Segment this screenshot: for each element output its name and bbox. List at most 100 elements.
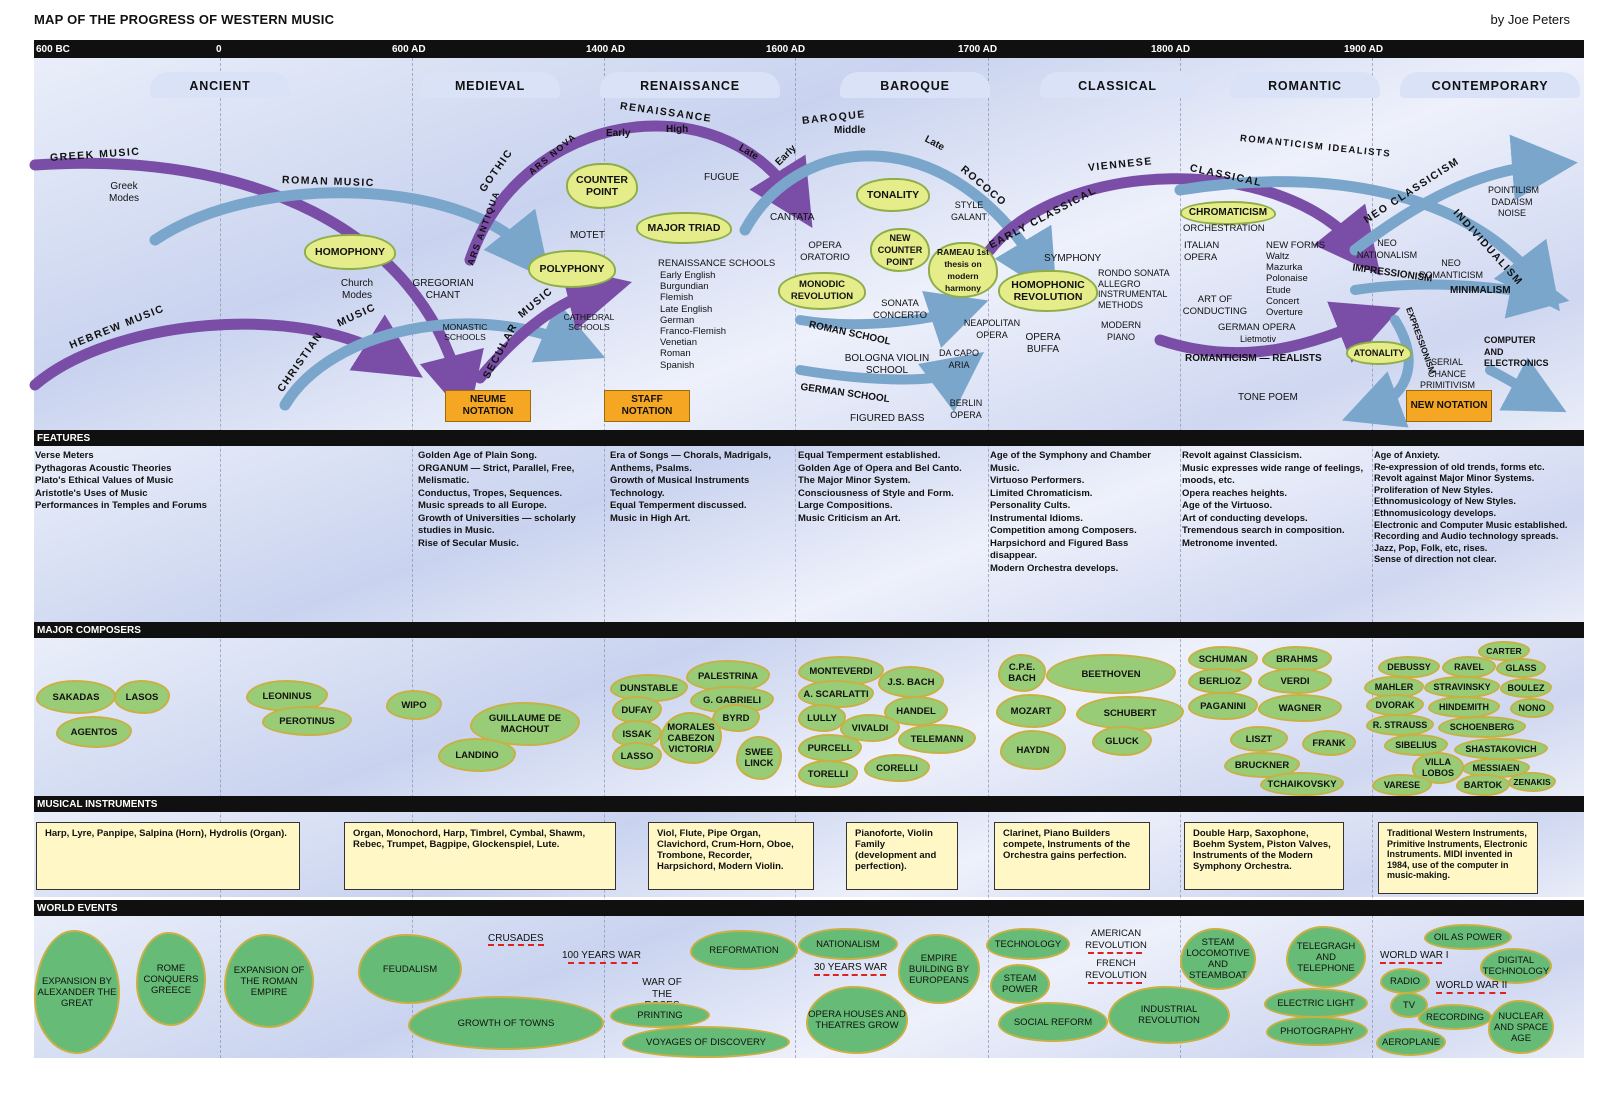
computer-arc bbox=[1485, 357, 1567, 413]
composer-blob: GLUCK bbox=[1092, 726, 1152, 756]
label: GREGORIAN CHANT bbox=[412, 278, 474, 301]
label: STYLE GALANT bbox=[950, 200, 987, 222]
arc-label: Early bbox=[606, 128, 631, 139]
classical-arc bbox=[984, 173, 1381, 276]
list-item: Polonaise bbox=[1266, 273, 1308, 285]
label: DA CAPO ARIA bbox=[938, 348, 979, 370]
arc-label: High bbox=[666, 124, 689, 135]
feature-item: Jazz, Pop, Folk, etc, rises. bbox=[1374, 542, 1488, 553]
page-title: MAP OF THE PROGRESS OF WESTERN MUSIC bbox=[34, 12, 335, 27]
composer-blob: HINDEMITH bbox=[1428, 696, 1500, 718]
war-marker bbox=[568, 962, 638, 964]
event-blob: PHOTOGRAPHY bbox=[1266, 1016, 1368, 1046]
composer-blob: SHASTAKOVICH bbox=[1454, 738, 1548, 760]
feature-item: Revolt against Major Minor Systems. bbox=[1374, 473, 1535, 484]
neo-classicism-arc bbox=[1349, 134, 1578, 256]
feature-item: Growth of Musical Instruments Technology… bbox=[610, 475, 750, 499]
period-divider bbox=[988, 58, 989, 1058]
timeline-tick: 0 bbox=[216, 44, 222, 55]
composer-blob: LANDINO bbox=[438, 738, 516, 772]
composer-blob: VERDI bbox=[1258, 668, 1332, 694]
list-item: Burgundian bbox=[660, 281, 709, 293]
features-medieval: Golden Age of Plain Song. ORGANUM — Stri… bbox=[418, 450, 598, 550]
composer-blob: BERLIOZ bbox=[1188, 668, 1252, 694]
era-classical: CLASSICAL bbox=[1040, 72, 1195, 98]
feature-item: Instrumental Idioms. bbox=[990, 512, 1083, 524]
composer-blob: SWEE LINCK bbox=[736, 736, 782, 780]
feature-item: Equal Temperment discussed. bbox=[610, 500, 747, 511]
instruments-ancient: Harp, Lyre, Panpipe, Salpina (Horn), Hyd… bbox=[36, 822, 300, 890]
era-baroque: BAROQUE bbox=[840, 72, 990, 98]
label: POINTILISM DADAISM NOISE bbox=[1488, 185, 1540, 218]
feature-item: The Major Minor System. bbox=[798, 475, 911, 486]
event-blob: EMPIRE BUILDING BY EUROPEANS bbox=[898, 934, 980, 1004]
feature-item: Rise of Secular Music. bbox=[418, 537, 519, 549]
event-blob: RADIO bbox=[1380, 968, 1430, 994]
instruments-renaissance: Viol, Flute, Pipe Organ, Clavichord, Cru… bbox=[648, 822, 814, 890]
features-renaissance: Era of Songs — Chorals, Madrigals, Anthe… bbox=[610, 450, 790, 525]
event-blob: STEAM POWER bbox=[990, 964, 1050, 1004]
list-item: Spanish bbox=[660, 359, 695, 371]
feature-item: Growth of Universities — scholarly studi… bbox=[418, 512, 576, 537]
label: SERIAL CHANCE PRIMITIVISM bbox=[1420, 357, 1476, 390]
label: FIGURED BASS bbox=[850, 413, 925, 424]
notation-box: NEUME NOTATION bbox=[445, 390, 531, 422]
gothic-arc bbox=[464, 120, 813, 266]
features-contemporary: Age of Anxiety. Re-expression of old tre… bbox=[1374, 450, 1578, 566]
composer-blob: GLASS bbox=[1496, 658, 1546, 678]
list-item: Roman bbox=[660, 348, 691, 360]
timeline-bar: 600 BC 0 600 AD 1400 AD 1600 AD 1700 AD … bbox=[34, 40, 1584, 58]
war-marker bbox=[1088, 952, 1142, 954]
feature-item: Sense of direction not clear. bbox=[1374, 554, 1497, 565]
label: RONDO SONATA ALLEGRO INSTRUMENTAL METHOD… bbox=[1098, 268, 1170, 310]
composer-blob: VILLA LOBOS bbox=[1412, 752, 1464, 784]
concept-blob: MAJOR TRIAD bbox=[636, 212, 732, 244]
event-blob: SOCIAL REFORM bbox=[998, 1002, 1108, 1042]
feature-item: Electronic and Computer Music establishe… bbox=[1374, 519, 1568, 530]
feature-item: Pythagoras Acoustic Theories bbox=[35, 462, 172, 474]
feature-item: Era of Songs — Chorals, Madrigals, Anthe… bbox=[610, 450, 772, 474]
label: BOLOGNA VIOLIN SCHOOL bbox=[844, 353, 930, 376]
composer-blob: TCHAIKOVSKY bbox=[1260, 772, 1344, 796]
event-blob: ELECTRIC LIGHT bbox=[1264, 988, 1368, 1018]
hebrew-music-arc bbox=[29, 314, 423, 391]
arc-label: ROMANTICISM — REALISTS bbox=[1185, 353, 1322, 364]
feature-item: Aristotle's Uses of Music bbox=[35, 487, 148, 499]
event-blob: OPERA HOUSES AND THEATRES GROW bbox=[806, 986, 908, 1054]
section-header-instruments: MUSICAL INSTRUMENTS bbox=[34, 796, 1584, 812]
event-blob: INDUSTRIAL REVOLUTION bbox=[1108, 986, 1230, 1044]
composer-blob: BEETHOVEN bbox=[1046, 654, 1176, 694]
german-school-arc bbox=[795, 352, 985, 412]
feature-item: Large Compositions. bbox=[798, 500, 893, 511]
feature-item: Age of Anxiety. bbox=[1374, 450, 1440, 460]
event-blob: EXPANSION BY ALEXANDER THE GREAT bbox=[34, 930, 120, 1054]
concept-blob: HOMOPHONIC REVOLUTION bbox=[998, 270, 1098, 312]
label: OPERA ORATORIO bbox=[800, 240, 850, 263]
composer-blob: DVORAK bbox=[1366, 694, 1424, 716]
feature-item: Personality Cults. bbox=[990, 500, 1071, 511]
list-item: Venetian bbox=[660, 337, 697, 349]
instruments-contemporary: Traditional Western Instruments, Primiti… bbox=[1378, 822, 1538, 894]
roman-music-arc bbox=[149, 187, 551, 281]
feature-item: Art of conducting develops. bbox=[1182, 512, 1308, 524]
period-divider bbox=[412, 58, 413, 1058]
label: MONASTIC SCHOOLS bbox=[442, 322, 488, 342]
period-divider bbox=[220, 58, 221, 1058]
timeline-tick: 1700 AD bbox=[958, 44, 998, 55]
label: OPERA BUFFA bbox=[1025, 332, 1061, 355]
composer-blob: LASSO bbox=[612, 742, 662, 770]
features-baroque: Equal Temperment established. Golden Age… bbox=[798, 450, 980, 525]
label: NEW FORMS bbox=[1266, 240, 1326, 251]
label: Lietmotiv bbox=[1240, 334, 1277, 344]
event-blob: AEROPLANE bbox=[1376, 1028, 1446, 1056]
era-renaissance: RENAISSANCE bbox=[600, 72, 780, 98]
composer-blob: PURCELL bbox=[798, 734, 862, 762]
composer-blob: LASOS bbox=[114, 680, 170, 714]
event-label: 30 YEARS WAR bbox=[814, 962, 888, 973]
composer-blob: PEROTINUS bbox=[262, 706, 352, 736]
event-blob: GROWTH OF TOWNS bbox=[408, 996, 604, 1050]
composer-blob: STRAVINSKY bbox=[1424, 676, 1500, 698]
arc-label: MINIMALISM bbox=[1450, 285, 1511, 296]
feature-item: Harpsichord and Figured Bass disappear. bbox=[990, 537, 1129, 562]
timeline-tick: 1400 AD bbox=[586, 44, 626, 55]
